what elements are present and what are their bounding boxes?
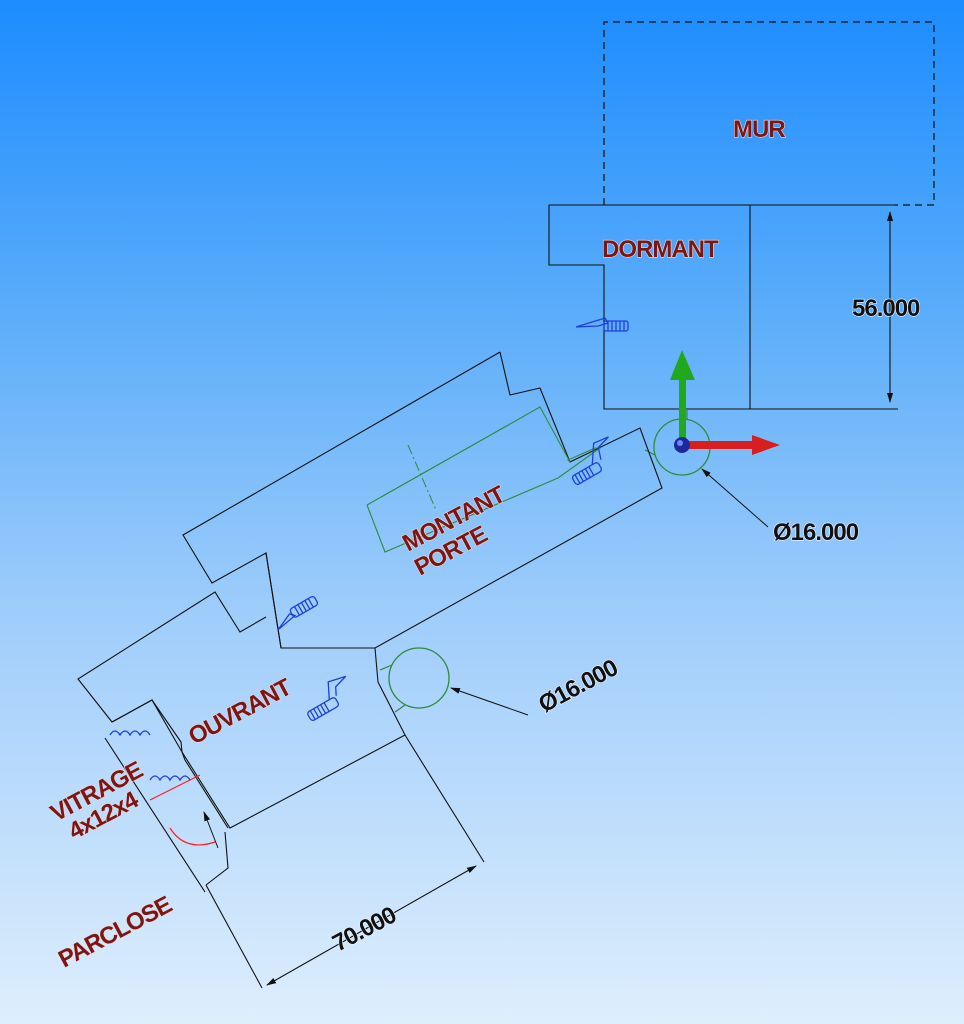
glazing-edge — [149, 774, 216, 846]
label-parclose: PARCLOSE — [54, 891, 177, 973]
label-dormant: DORMANT — [602, 236, 719, 263]
leader-parclose — [203, 811, 219, 849]
dormant-frame — [548, 204, 895, 410]
label-ouvrant: OUVRANT — [184, 673, 296, 750]
montant-porte-profile — [182, 351, 663, 649]
seal-gaskets — [109, 317, 629, 782]
label-mur: MUR — [733, 116, 785, 143]
dimension-width — [205, 734, 485, 989]
leader-top-diameter — [701, 468, 769, 528]
dimension-height — [750, 211, 898, 410]
ouvrant-profile — [77, 552, 406, 829]
dim-width-value: 70.000 — [328, 902, 401, 958]
leader-bottom-diameter — [450, 687, 529, 716]
wall-outline — [603, 21, 935, 206]
dim-height-value: 56.000 — [852, 295, 920, 322]
hinge-bottom — [379, 647, 450, 713]
dim-diameter-bottom: Ø16.000 — [534, 654, 622, 718]
parclose-profile — [104, 737, 229, 893]
dim-diameter-top: Ø16.000 — [773, 519, 859, 546]
coordinate-triad — [670, 350, 780, 455]
